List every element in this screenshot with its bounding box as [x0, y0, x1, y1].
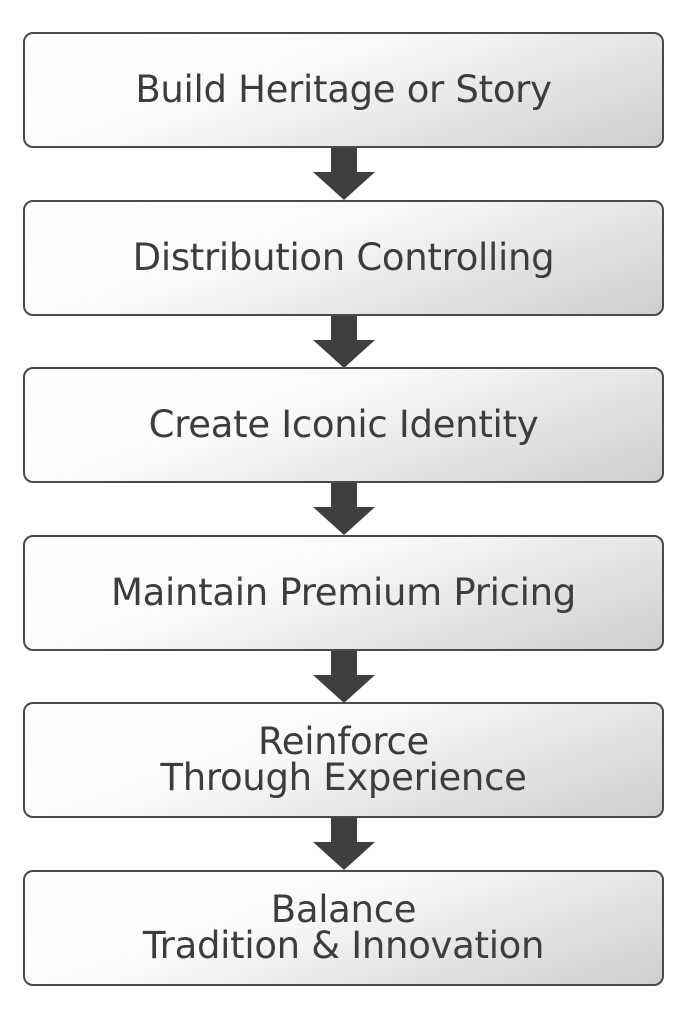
step-build-heritage: Build Heritage or Story: [23, 32, 664, 148]
step-label: Balance Tradition & Innovation: [142, 888, 545, 967]
step-distribution-controlling: Distribution Controlling: [23, 200, 664, 316]
step-label: Reinforce Through Experience: [160, 720, 527, 799]
step-label: Maintain Premium Pricing: [111, 571, 576, 614]
down-arrow-icon: [309, 483, 379, 535]
step-maintain-premium-pricing: Maintain Premium Pricing: [23, 535, 664, 651]
down-arrow-icon: [309, 316, 379, 368]
down-arrow-icon: [309, 148, 379, 200]
step-label: Build Heritage or Story: [135, 68, 552, 111]
step-create-iconic-identity: Create Iconic Identity: [23, 367, 664, 483]
down-arrow-icon: [309, 651, 379, 703]
down-arrow-icon: [309, 818, 379, 870]
step-label: Create Iconic Identity: [148, 403, 539, 446]
step-label: Distribution Controlling: [132, 236, 555, 279]
step-balance-tradition-innovation: Balance Tradition & Innovation: [23, 870, 664, 986]
step-reinforce-through-experience: Reinforce Through Experience: [23, 702, 664, 818]
